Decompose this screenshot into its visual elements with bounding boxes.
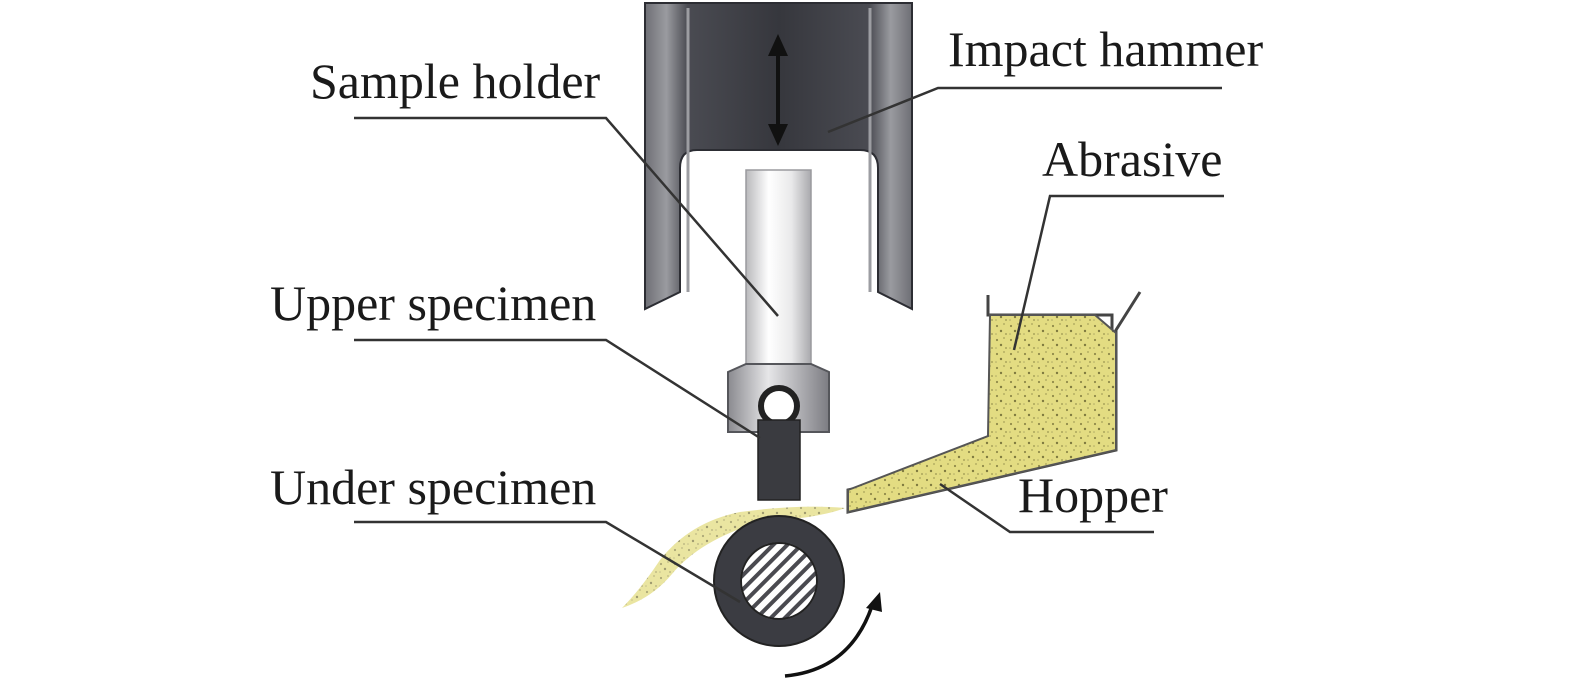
leader-lines bbox=[354, 86, 1224, 604]
label-upper-specimen: Upper specimen bbox=[270, 275, 597, 331]
impact-hammer bbox=[644, 2, 913, 311]
label-hopper: Hopper bbox=[1018, 467, 1168, 523]
leader-sample-holder bbox=[354, 116, 779, 317]
upper-specimen bbox=[757, 419, 801, 501]
under-specimen bbox=[713, 515, 845, 647]
sample-holder bbox=[727, 169, 830, 433]
label-under-specimen: Under specimen bbox=[270, 459, 597, 515]
leader-upper-specimen bbox=[354, 338, 761, 440]
label-impact-hammer: Impact hammer bbox=[948, 21, 1264, 77]
double-arrow-vertical-icon bbox=[768, 34, 788, 146]
leader-under-specimen bbox=[354, 520, 741, 604]
leader-hopper bbox=[939, 482, 1154, 534]
label-sample-holder: Sample holder bbox=[310, 53, 601, 109]
label-abrasive: Abrasive bbox=[1042, 131, 1223, 187]
leader-abrasive bbox=[1012, 194, 1224, 351]
curved-arrow-icon bbox=[784, 592, 882, 678]
leader-impact-hammer bbox=[827, 86, 1222, 134]
hopper bbox=[846, 291, 1142, 514]
